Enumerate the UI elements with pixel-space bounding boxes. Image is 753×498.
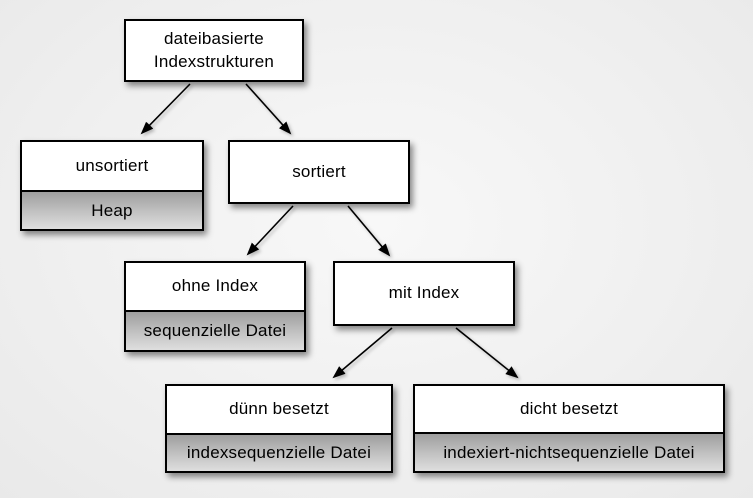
- node-label: dünn besetzt: [229, 399, 329, 419]
- node-sortiert: sortiert: [228, 140, 410, 204]
- edge-root-sorted: [245, 83, 292, 135]
- node-sublabel: indexsequenzielle Datei: [167, 433, 391, 471]
- edge-sorted-with-index: [347, 205, 391, 257]
- node-sublabel: Heap: [22, 190, 202, 229]
- node-ohne-index: ohne Index sequenzielle Datei: [124, 261, 306, 352]
- node-label: dicht besetzt: [519, 398, 619, 418]
- node-duenn-besetzt: dünn besetzt indexsequenzielle Datei: [165, 384, 393, 473]
- edge-with-index-sparse: [332, 327, 393, 379]
- node-label: unsortiert: [75, 155, 149, 175]
- node-dicht-besetzt: dicht besetzt indexiert-nichtsequenziell…: [413, 384, 725, 473]
- node-label: mit Index: [388, 283, 460, 303]
- edge-sorted-no-index: [246, 205, 294, 256]
- node-dateibasierte-indexstrukturen: dateibasierte Indexstrukturen: [124, 19, 304, 82]
- node-label: ohne Index: [171, 276, 259, 296]
- node-sublabel: indexiert-nichtsequenzielle Datei: [415, 432, 723, 471]
- node-label: sortiert: [292, 161, 346, 181]
- node-unsortiert: unsortiert Heap: [20, 140, 204, 231]
- node-label: dateibasierte Indexstrukturen: [153, 29, 275, 71]
- node-sublabel: sequenzielle Datei: [126, 310, 304, 350]
- node-mit-index: mit Index: [333, 261, 515, 326]
- edge-with-index-dense: [455, 327, 519, 379]
- edge-root-unsorted: [140, 83, 191, 135]
